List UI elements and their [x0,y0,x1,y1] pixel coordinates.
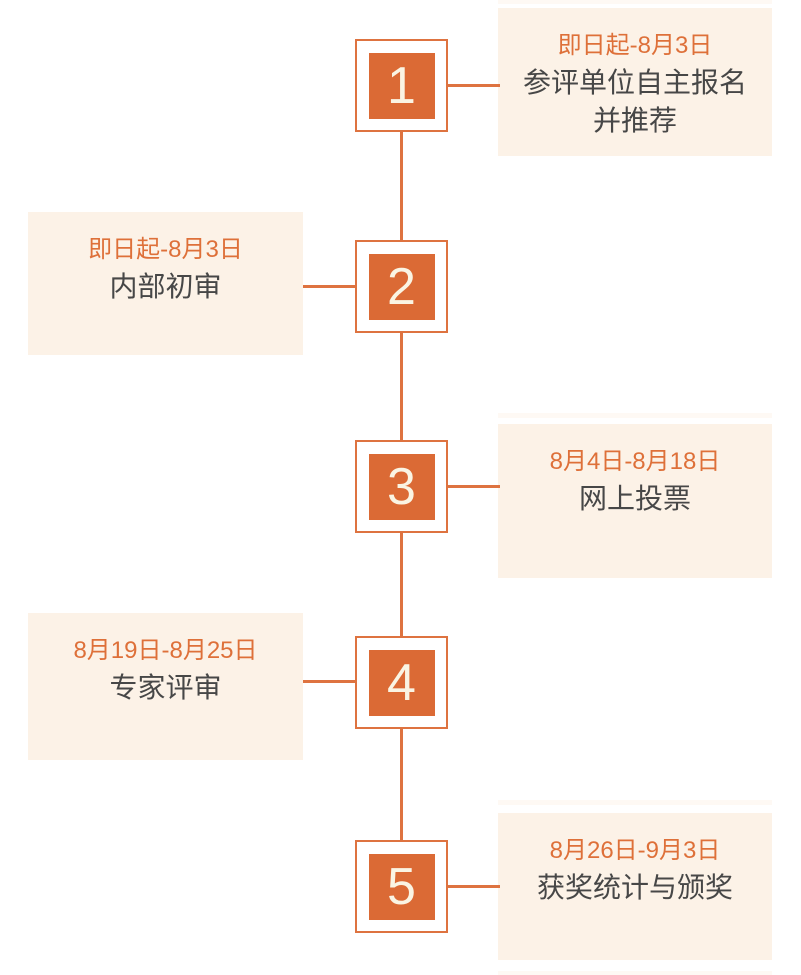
step-3-number-badge: 3 [368,453,435,520]
step-5-label: 获奖统计与颁奖 [536,872,733,903]
step-4-info-box: 8月19日-8月25日 专家评审 [28,613,303,760]
step-1-number-badge: 1 [368,52,435,119]
step-2-info-box: 即日起-8月3日 内部初审 [28,212,303,355]
step-4-number: 4 [387,653,416,712]
step-1-number: 1 [387,56,416,115]
step-2-square: 2 [355,240,448,333]
step-4-date: 8月19日-8月25日 [73,637,258,664]
step-1-date: 即日起-8月3日 [557,32,713,59]
step-3-label: 网上投票 [578,483,691,514]
step-2-date: 即日起-8月3日 [88,236,243,263]
connector-horizontal-2 [303,285,355,288]
connector-vertical-1-2 [400,132,403,240]
step-3-info-box: 8月4日-8月18日 网上投票 [498,424,772,578]
step-3-square: 3 [355,440,448,533]
ghost-strip [498,800,772,805]
step-2-number: 2 [387,257,416,316]
connector-horizontal-3 [448,485,500,488]
step-5-number-badge: 5 [368,853,435,920]
step-3-date: 8月4日-8月18日 [549,448,721,475]
step-1-info-box: 即日起-8月3日 参评单位自主报名 并推荐 [498,8,772,156]
ghost-strip [498,413,772,418]
step-2-number-badge: 2 [368,253,435,320]
step-1-label: 参评单位自主报名 并推荐 [522,67,747,136]
connector-horizontal-5 [448,885,500,888]
step-4-label: 专家评审 [109,672,222,703]
step-5-date: 8月26日-9月3日 [549,837,721,864]
step-3-number: 3 [387,457,416,516]
step-5-info-box: 8月26日-9月3日 获奖统计与颁奖 [498,813,772,960]
connector-horizontal-1 [448,84,500,87]
step-1-square: 1 [355,39,448,132]
connector-vertical-3-4 [400,533,403,636]
ghost-strip [498,971,772,975]
step-4-number-badge: 4 [368,649,435,716]
step-5-number: 5 [387,857,416,916]
connector-vertical-2-3 [400,333,403,440]
step-4-square: 4 [355,636,448,729]
step-5-square: 5 [355,840,448,933]
connector-vertical-4-5 [400,729,403,840]
connector-horizontal-4 [303,680,355,683]
ghost-strip [498,0,772,4]
step-2-label: 内部初审 [109,271,222,302]
